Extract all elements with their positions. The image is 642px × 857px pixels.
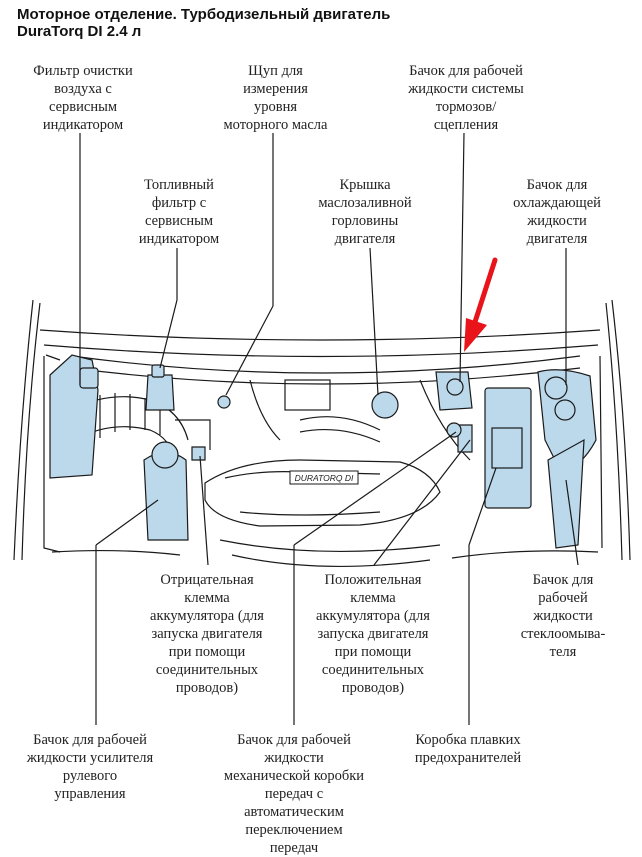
leader-lines: [79, 132, 579, 725]
label-transmission-reservoir: Бачок для рабочей жидкости механической …: [223, 732, 365, 856]
title-line-2: DuraTorq DI 2.4 л: [17, 23, 142, 40]
positive-terminal-bolt: [446, 422, 462, 438]
label-power-steering-reservoir: Бачок для рабочей жидкости усилителя рул…: [26, 732, 154, 802]
label-oil-cap: Крышка маслозаливной горловины двигателя: [318, 177, 412, 247]
label-fuse-box: Коробка плавких предохранителей: [414, 732, 522, 766]
label-coolant-reservoir: Бачок для охлаждающей жидкости двигателя: [513, 177, 601, 247]
leader-transmission-2: [293, 431, 457, 546]
coolant-reservoir-cap: [544, 376, 568, 400]
dipstick-handle: [217, 395, 231, 409]
washer-reservoir-cap: [554, 399, 576, 421]
leader-oil-cap: [369, 247, 379, 396]
red-arrow-annotation: [464, 257, 498, 352]
label-air-filter: Фильтр очистки воздуха с сервисным индик…: [33, 63, 133, 133]
washer-reservoir: [547, 438, 585, 549]
highlighted-components: [49, 354, 597, 549]
fuel-filter-indicator: [151, 364, 165, 378]
fuse-box-window: [491, 427, 523, 469]
brake-reservoir-cap: [446, 378, 464, 396]
leader-fuse-box-2: [468, 467, 497, 546]
label-negative-terminal: Отрицательная клемма аккумулятора (для з…: [150, 572, 264, 696]
leader-dipstick-2: [225, 305, 274, 396]
negative-terminal-clamp: [191, 446, 206, 461]
label-positive-terminal: Положительная клемма аккумулятора (для з…: [316, 572, 430, 696]
leader-brake: [459, 132, 465, 383]
leader-power-steering-2: [95, 499, 159, 546]
leader-fuel-filter-2: [159, 299, 178, 369]
label-brake-reservoir: Бачок для рабочей жидкости системы тормо…: [408, 63, 524, 133]
diagram-title: Моторное отделение. Турбодизельный двига…: [17, 6, 390, 40]
body-outline: [13, 299, 631, 567]
label-washer-reservoir: Бачок для рабочей жидкости стеклоомыва- …: [520, 572, 606, 660]
engine-badge-text: DURATORQ DI: [295, 473, 354, 483]
title-line-1: Моторное отделение. Турбодизельный двига…: [17, 6, 391, 23]
air-filter-indicator: [79, 367, 99, 389]
label-fuel-filter: Топливный фильтр с сервисным индикатором: [138, 177, 220, 247]
positive-terminal-clamp: [457, 424, 473, 453]
fuel-filter: [145, 374, 175, 411]
leader-negative: [199, 455, 209, 566]
engine-badge: DURATORQ DI: [289, 470, 359, 485]
oil-filler-cap: [371, 391, 399, 419]
label-dipstick: Щуп для измерения уровня моторного масла: [223, 63, 328, 133]
leader-washer: [565, 479, 579, 566]
power-steering-cap: [151, 441, 179, 469]
leader-positive: [373, 439, 471, 566]
